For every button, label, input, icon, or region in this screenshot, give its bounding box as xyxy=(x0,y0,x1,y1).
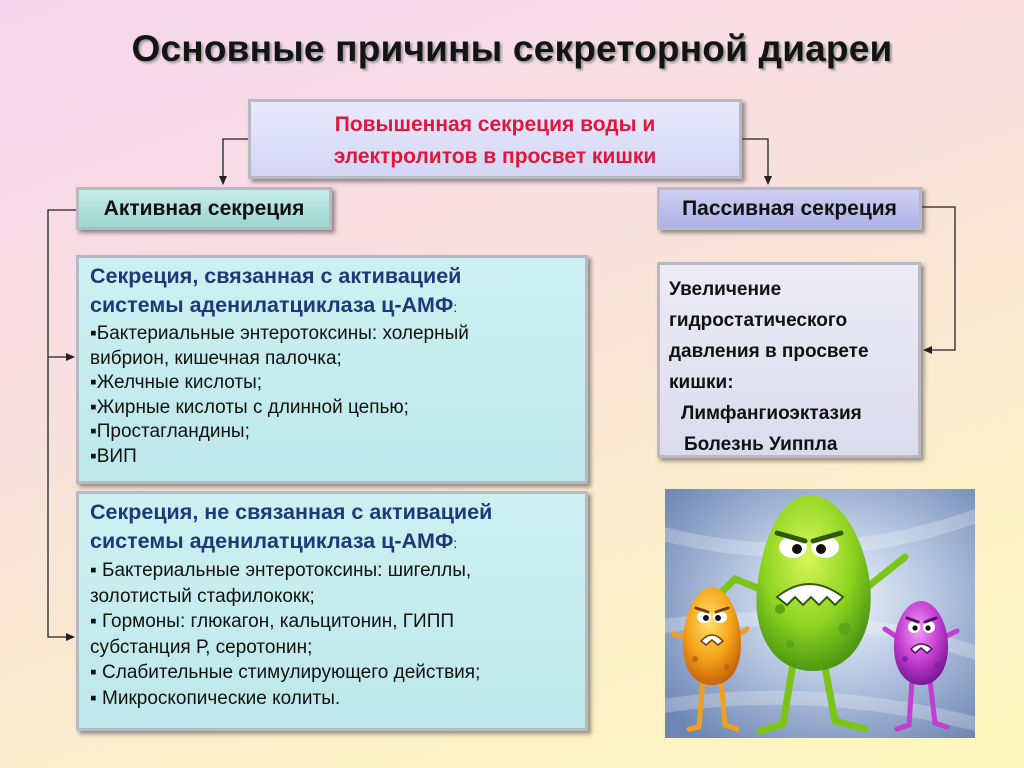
active-secretion-label: Активная секреция xyxy=(76,187,332,230)
arrow-to-passive-box xyxy=(922,206,956,354)
list-item: ▪Простагландины; xyxy=(90,421,250,442)
camp-unrelated-heading: Секреция, не связанная с активацией сист… xyxy=(90,500,493,553)
passive-text-line: гидростатического xyxy=(669,310,848,331)
list-item: ▪ВИП xyxy=(90,445,137,467)
camp-unrelated-box: Секреция, не связанная с активацией сист… xyxy=(76,491,588,731)
cartoon-germs-illustration xyxy=(665,489,975,738)
arrow-to-passive xyxy=(742,138,772,185)
camp-unrelated-list: ▪ Бактериальные энтеротоксины: шигеллы, … xyxy=(90,558,575,711)
list-item: субстанция Р, серотонин; xyxy=(90,636,313,658)
purple-germ-icon xyxy=(882,601,960,732)
camp-related-list: ▪Бактериальные энтеротоксины: холерный в… xyxy=(90,322,575,469)
main-cause-box: Повышенная секреция воды и электролитов … xyxy=(248,99,742,179)
list-item: ▪Бактериальные энтеротоксины: холерный xyxy=(90,323,469,344)
list-item: ▪ Слабительные стимулирующего действия; xyxy=(90,662,481,683)
arrow-to-active xyxy=(219,138,248,185)
camp-related-box: Секреция, связанная с активацией системы… xyxy=(76,255,588,484)
passive-text-line: давления в просвете xyxy=(669,341,869,362)
camp-related-heading: Секреция, связанная с активацией системы… xyxy=(90,264,462,317)
list-item: ▪ Гормоны: глюкагон, кальцитонин, ГИПП xyxy=(90,611,455,632)
list-item: ▪Желчные кислоты; xyxy=(90,372,263,393)
list-item: золотистый стафилококк; xyxy=(90,585,315,607)
main-cause-line1: Повышенная секреция воды и xyxy=(334,113,656,136)
list-item: Болезнь Уиппла xyxy=(684,434,838,455)
green-germ-icon xyxy=(719,495,909,735)
passive-secretion-label: Пассивная секреция xyxy=(657,187,922,230)
passive-text-line: Увеличение xyxy=(669,279,782,300)
passive-text-line: кишки: xyxy=(669,372,734,393)
passive-diseases-list: Лимфангиоэктазия Болезнь Уиппла xyxy=(669,398,910,460)
list-item: ▪ Бактериальные энтеротоксины: шигеллы, xyxy=(90,560,472,581)
list-item: ▪Жирные кислоты с длинной цепью; xyxy=(90,396,409,418)
main-cause-line2: электролитов в просвет кишки xyxy=(333,145,657,168)
arrow-to-box2 xyxy=(47,357,75,641)
list-item: ▪ Микроскопические колиты. xyxy=(90,687,341,709)
list-item: Лимфангиоэктазия xyxy=(681,403,862,424)
arrow-to-box1 xyxy=(47,209,76,361)
hydrostatic-pressure-box: Увеличение гидростатического давления в … xyxy=(657,262,921,458)
slide-title: Основные причины секреторной диареи xyxy=(131,28,893,69)
list-item: вибрион, кишечная палочка; xyxy=(90,347,342,369)
orange-germ-icon xyxy=(670,587,750,732)
